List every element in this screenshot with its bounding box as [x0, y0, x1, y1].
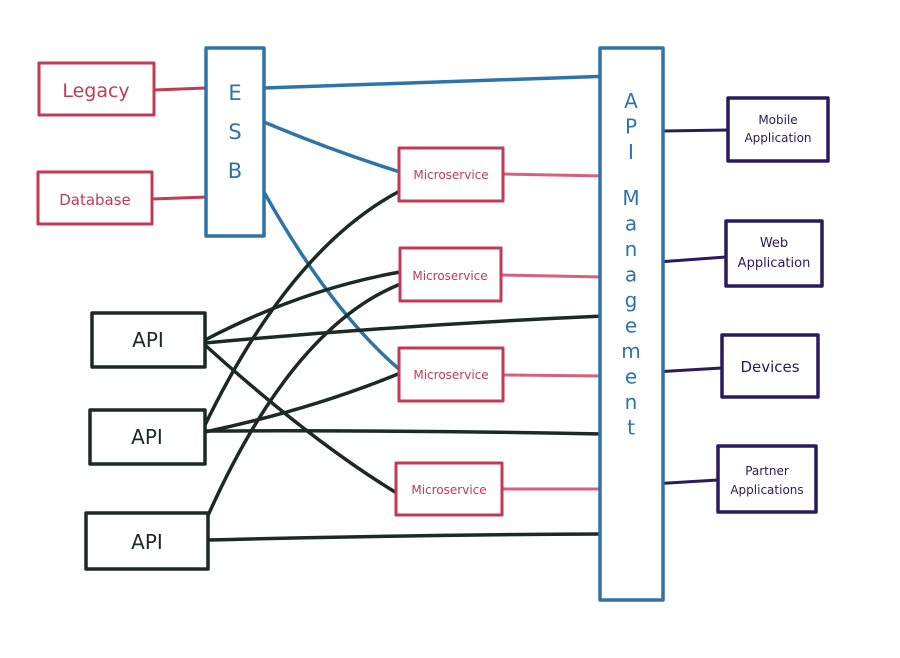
- mobile-application-label-line2: Application: [744, 131, 811, 145]
- api-1-box: [90, 311, 207, 369]
- web-application-box: [724, 219, 824, 288]
- legacy-box: [37, 61, 156, 117]
- edge-api-3-api-management: [206, 532, 602, 542]
- edge-api-2-microservice-3: [203, 372, 400, 434]
- esb-box: [204, 46, 266, 238]
- database-box: [36, 170, 154, 226]
- database-label: Database: [59, 191, 131, 209]
- mobile-application-box: [726, 96, 830, 163]
- microservice-3-box: [397, 346, 505, 403]
- mobile-application-label-line1: Mobile: [758, 113, 797, 127]
- edge-api-1-microservice-4: [203, 343, 397, 494]
- microservice-2-box: [398, 246, 503, 303]
- microservice-4-box: [394, 461, 504, 517]
- boxes: [36, 46, 830, 602]
- api-1-label: API: [132, 328, 164, 352]
- partner-applications-box: [716, 444, 818, 514]
- edge-api-management-devices: [652, 366, 724, 374]
- edge-api-3-microservice-2: [204, 283, 400, 522]
- web-application-label-line1: Web: [760, 236, 788, 251]
- edge-legacy-esb: [152, 86, 208, 92]
- edge-api-2-microservice-1: [203, 190, 400, 427]
- api-2-box: [88, 408, 207, 466]
- api-3-box: [84, 511, 210, 571]
- edge-api-management-web: [656, 255, 728, 264]
- microservice-3-label: Microservice: [413, 368, 488, 382]
- edge-esb-microservice-3: [262, 190, 402, 372]
- microservice-2-label: Microservice: [412, 269, 487, 283]
- devices-label: Devices: [740, 358, 799, 376]
- partner-applications-label-line1: Partner: [745, 464, 789, 478]
- microservice-1-label: Microservice: [413, 168, 488, 182]
- legacy-label: Legacy: [62, 80, 129, 102]
- edge-api-2-api-management: [203, 429, 605, 436]
- edge-microservice-3-api-management: [501, 373, 606, 378]
- edge-api-1-microservice-2: [203, 270, 402, 342]
- edge-esb-microservice-1: [262, 120, 402, 174]
- connectors: [150, 74, 730, 542]
- edge-esb-api-management: [262, 74, 614, 90]
- microservice-1-box: [397, 146, 505, 203]
- api-2-label: API: [131, 425, 163, 449]
- web-application-label-line2: Application: [738, 256, 811, 271]
- edge-microservice-1-api-management: [501, 172, 606, 178]
- edge-microservice-2-api-management: [499, 273, 606, 279]
- edge-api-management-mobile: [661, 128, 730, 133]
- api-3-label: API: [131, 530, 163, 554]
- edge-database-esb: [150, 195, 210, 201]
- microservice-4-label: Microservice: [411, 483, 486, 497]
- partner-applications-label-line2: Applications: [730, 483, 803, 497]
- edge-api-1-api-management: [203, 314, 606, 345]
- api-management-box: [598, 46, 665, 602]
- devices-box: [720, 333, 820, 399]
